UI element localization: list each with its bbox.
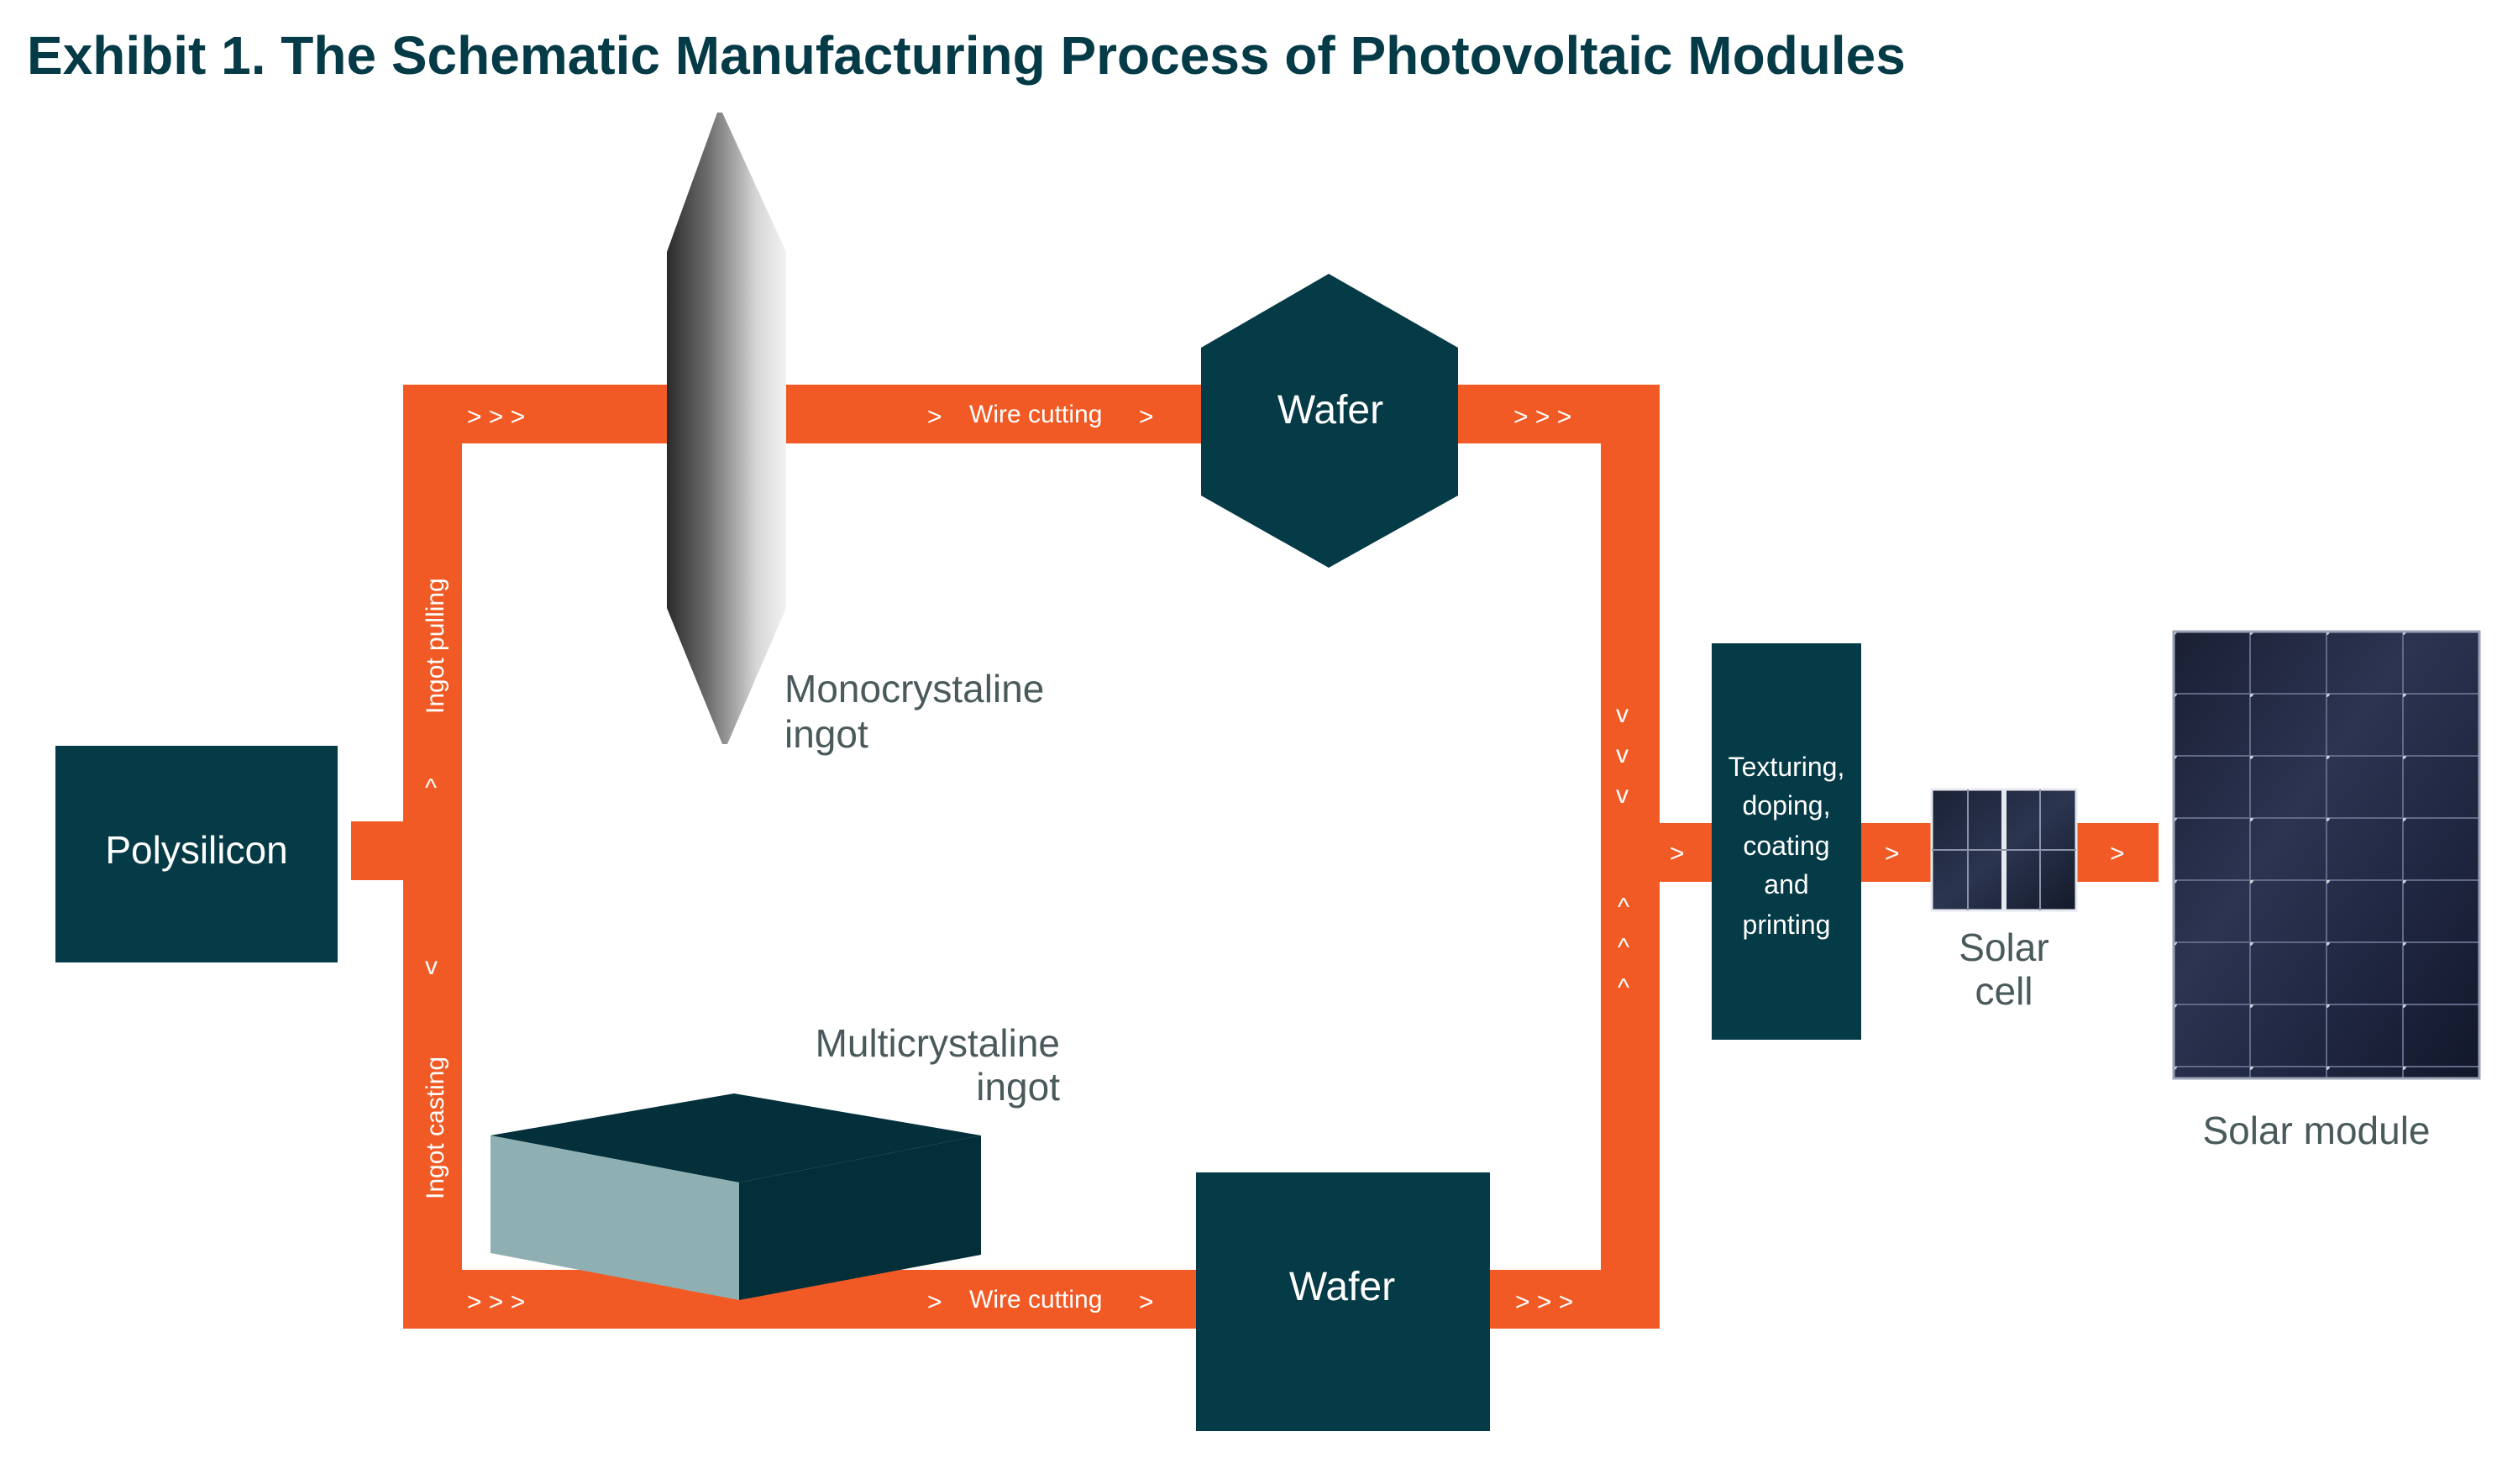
polysilicon-node — [55, 746, 338, 962]
multi-ingot-label-line1: Multicrystaline — [816, 1021, 1060, 1065]
arrow-top-wire-out: > — [1139, 403, 1154, 431]
arrow-bottom-right: > > > — [1515, 1288, 1573, 1316]
process-line-2: doping, — [1743, 790, 1831, 821]
process-line-4: and — [1764, 869, 1808, 899]
wafer-bottom-node — [1196, 1172, 1490, 1431]
arrow-up-right-1: ^ — [1618, 894, 1629, 921]
process-line-3: coating — [1743, 831, 1829, 861]
arrow-bottom-wire-out: > — [1139, 1288, 1154, 1316]
mono-ingot-label-line1: Monocrystaline — [784, 667, 1044, 711]
mono-ingot-label-line2: ingot — [784, 712, 868, 756]
solar-cell-label-line1: Solar — [1959, 926, 2048, 969]
arrow-down-right-2: v — [1616, 741, 1629, 768]
arrow-up-right-3: ^ — [1618, 974, 1629, 1002]
arrow-down-left: v — [425, 952, 438, 980]
to-process-connector — [1646, 823, 1713, 882]
arrow-down-right-1: v — [1616, 700, 1629, 728]
to-solar-cell-connector — [1856, 823, 1933, 882]
arrow-to-solar-cell: > — [1885, 840, 1900, 868]
component-labels: Monocrystaline ingot Multicrystaline ing… — [784, 667, 2431, 1152]
arrow-down-right-3: v — [1616, 781, 1629, 809]
ingot-casting-label: Ingot casting — [422, 1057, 449, 1199]
wafer-bottom-label: Wafer — [1289, 1265, 1395, 1309]
texturing-process-node — [1712, 643, 1861, 1040]
solar-cell-label-line2: cell — [1975, 969, 2033, 1013]
monocrystalline-ingot-image — [667, 113, 786, 744]
texturing-process-text: Texturing, doping, coating and printing — [1729, 752, 1845, 940]
arrow-up-left: ^ — [425, 774, 437, 802]
polysilicon-label: Polysilicon — [105, 828, 287, 872]
solar-cell-image — [1930, 788, 2078, 912]
wafer-top-node — [1201, 274, 1458, 568]
solar-module-image — [2172, 630, 2481, 1080]
to-module-connector — [2075, 823, 2159, 882]
arrow-bottom-left: > > > — [467, 1288, 525, 1316]
wafer-top-label: Wafer — [1277, 388, 1383, 433]
arrow-up-right-2: ^ — [1618, 934, 1629, 962]
path-labels: Wire cutting Wire cutting Ingot pulling … — [422, 401, 1102, 1314]
multicrystalline-ingot-image — [490, 1093, 981, 1300]
arrow-top-right: > > > — [1513, 403, 1571, 431]
diagram-title: Exhibit 1. The Schematic Manufacturing P… — [27, 25, 1906, 86]
arrow-top-left: > > > — [467, 403, 525, 431]
solar-module-label: Solar module — [2202, 1109, 2430, 1152]
arrow-top-wire-in: > — [927, 403, 942, 431]
wire-cutting-bottom-label: Wire cutting — [969, 1286, 1102, 1314]
arrow-bottom-wire-in: > — [927, 1288, 942, 1316]
process-line-1: Texturing, — [1729, 752, 1845, 782]
multi-ingot-label-line2: ingot — [976, 1065, 1060, 1109]
arrow-to-process: > — [1670, 840, 1685, 868]
arrow-to-module: > — [2110, 840, 2125, 868]
polysilicon-connector — [351, 821, 418, 880]
ingot-pulling-label: Ingot pulling — [422, 578, 449, 714]
wire-cutting-top-label: Wire cutting — [969, 401, 1102, 428]
process-line-5: printing — [1743, 910, 1831, 940]
flow-arrows: > > > > > > > > > > > > > > > > ^ v v v … — [425, 403, 2125, 1316]
